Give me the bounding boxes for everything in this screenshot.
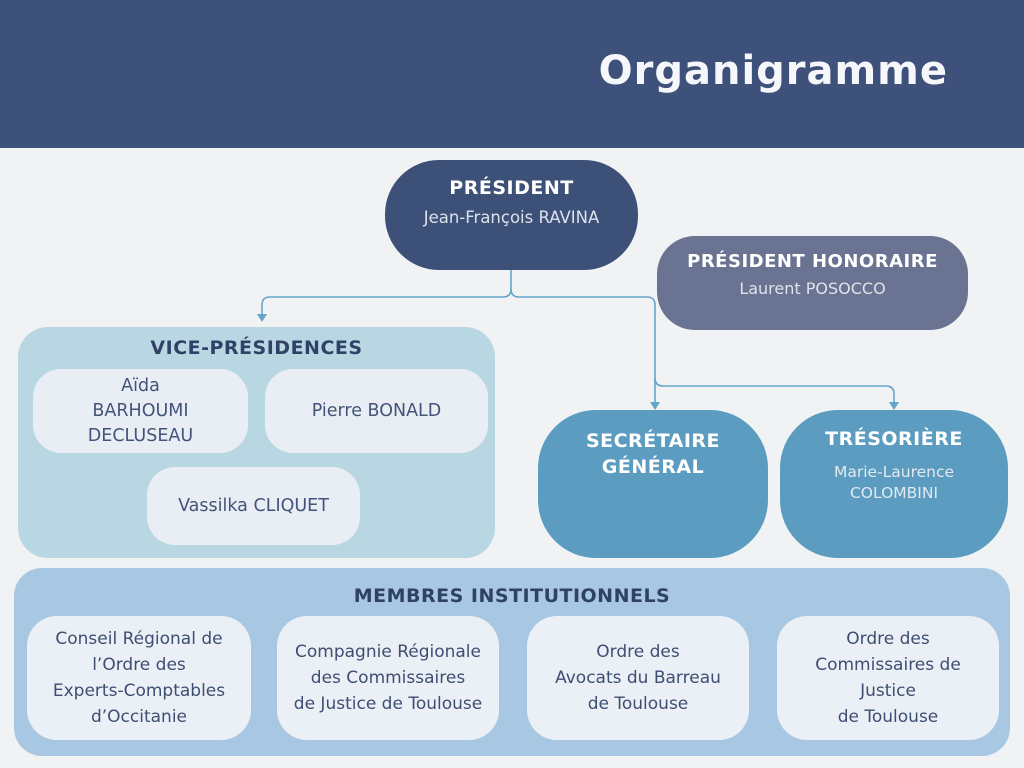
president-name: Jean-François RAVINA <box>423 208 600 227</box>
connector-to-vice <box>261 288 512 314</box>
honorary-president-name: Laurent POSOCCO <box>739 279 886 298</box>
arrowhead-vice <box>257 314 267 322</box>
connector-paths <box>261 269 895 403</box>
vice-presidencies-panel: VICE-PRÉSIDENCES Aïda BARHOUMI DECLUSEAU… <box>18 327 495 558</box>
vice-president-card: Vassilka CLIQUET <box>147 467 360 545</box>
secretary-general-title: SECRÉTAIRE GÉNÉRAL <box>585 430 721 478</box>
treasurer-card: TRÉSORIÈRE Marie-Laurence COLOMBINI <box>780 410 1008 558</box>
institutional-members-title: MEMBRES INSTITUTIONNELS <box>353 585 671 607</box>
honorary-president-card: PRÉSIDENT HONORAIRE Laurent POSOCCO <box>657 236 968 330</box>
treasurer-title: TRÉSORIÈRE <box>825 428 963 450</box>
arrowhead-secretary <box>650 402 660 410</box>
arrowhead-treasurer <box>889 402 899 410</box>
institutional-member-card: Ordre des Avocats du Barreau de Toulouse <box>527 616 749 740</box>
vice-president-card: Aïda BARHOUMI DECLUSEAU <box>33 369 248 453</box>
connector-to-treasurer <box>654 377 895 403</box>
institutional-member-card: Ordre des Commissaires de Justice de Tou… <box>777 616 999 740</box>
honorary-president-title: PRÉSIDENT HONORAIRE <box>687 251 938 272</box>
vice-president-card: Pierre BONALD <box>265 369 488 453</box>
president-card: PRÉSIDENT Jean-François RAVINA <box>385 160 638 270</box>
treasurer-name: Marie-Laurence COLOMBINI <box>833 463 955 502</box>
page-title: Organigramme <box>598 48 948 94</box>
vice-presidencies-title: VICE-PRÉSIDENCES <box>150 337 363 359</box>
secretary-general-card: SECRÉTAIRE GÉNÉRAL <box>538 410 768 558</box>
header-band: Organigramme <box>0 0 1024 148</box>
institutional-member-card: Conseil Régional de l’Ordre des Experts-… <box>27 616 251 740</box>
institutional-member-card: Compagnie Régionale des Commissaires de … <box>277 616 499 740</box>
institutional-members-panel: MEMBRES INSTITUTIONNELS Conseil Régional… <box>14 568 1010 756</box>
connector-to-secretary <box>510 288 656 403</box>
president-title: PRÉSIDENT <box>449 177 574 199</box>
